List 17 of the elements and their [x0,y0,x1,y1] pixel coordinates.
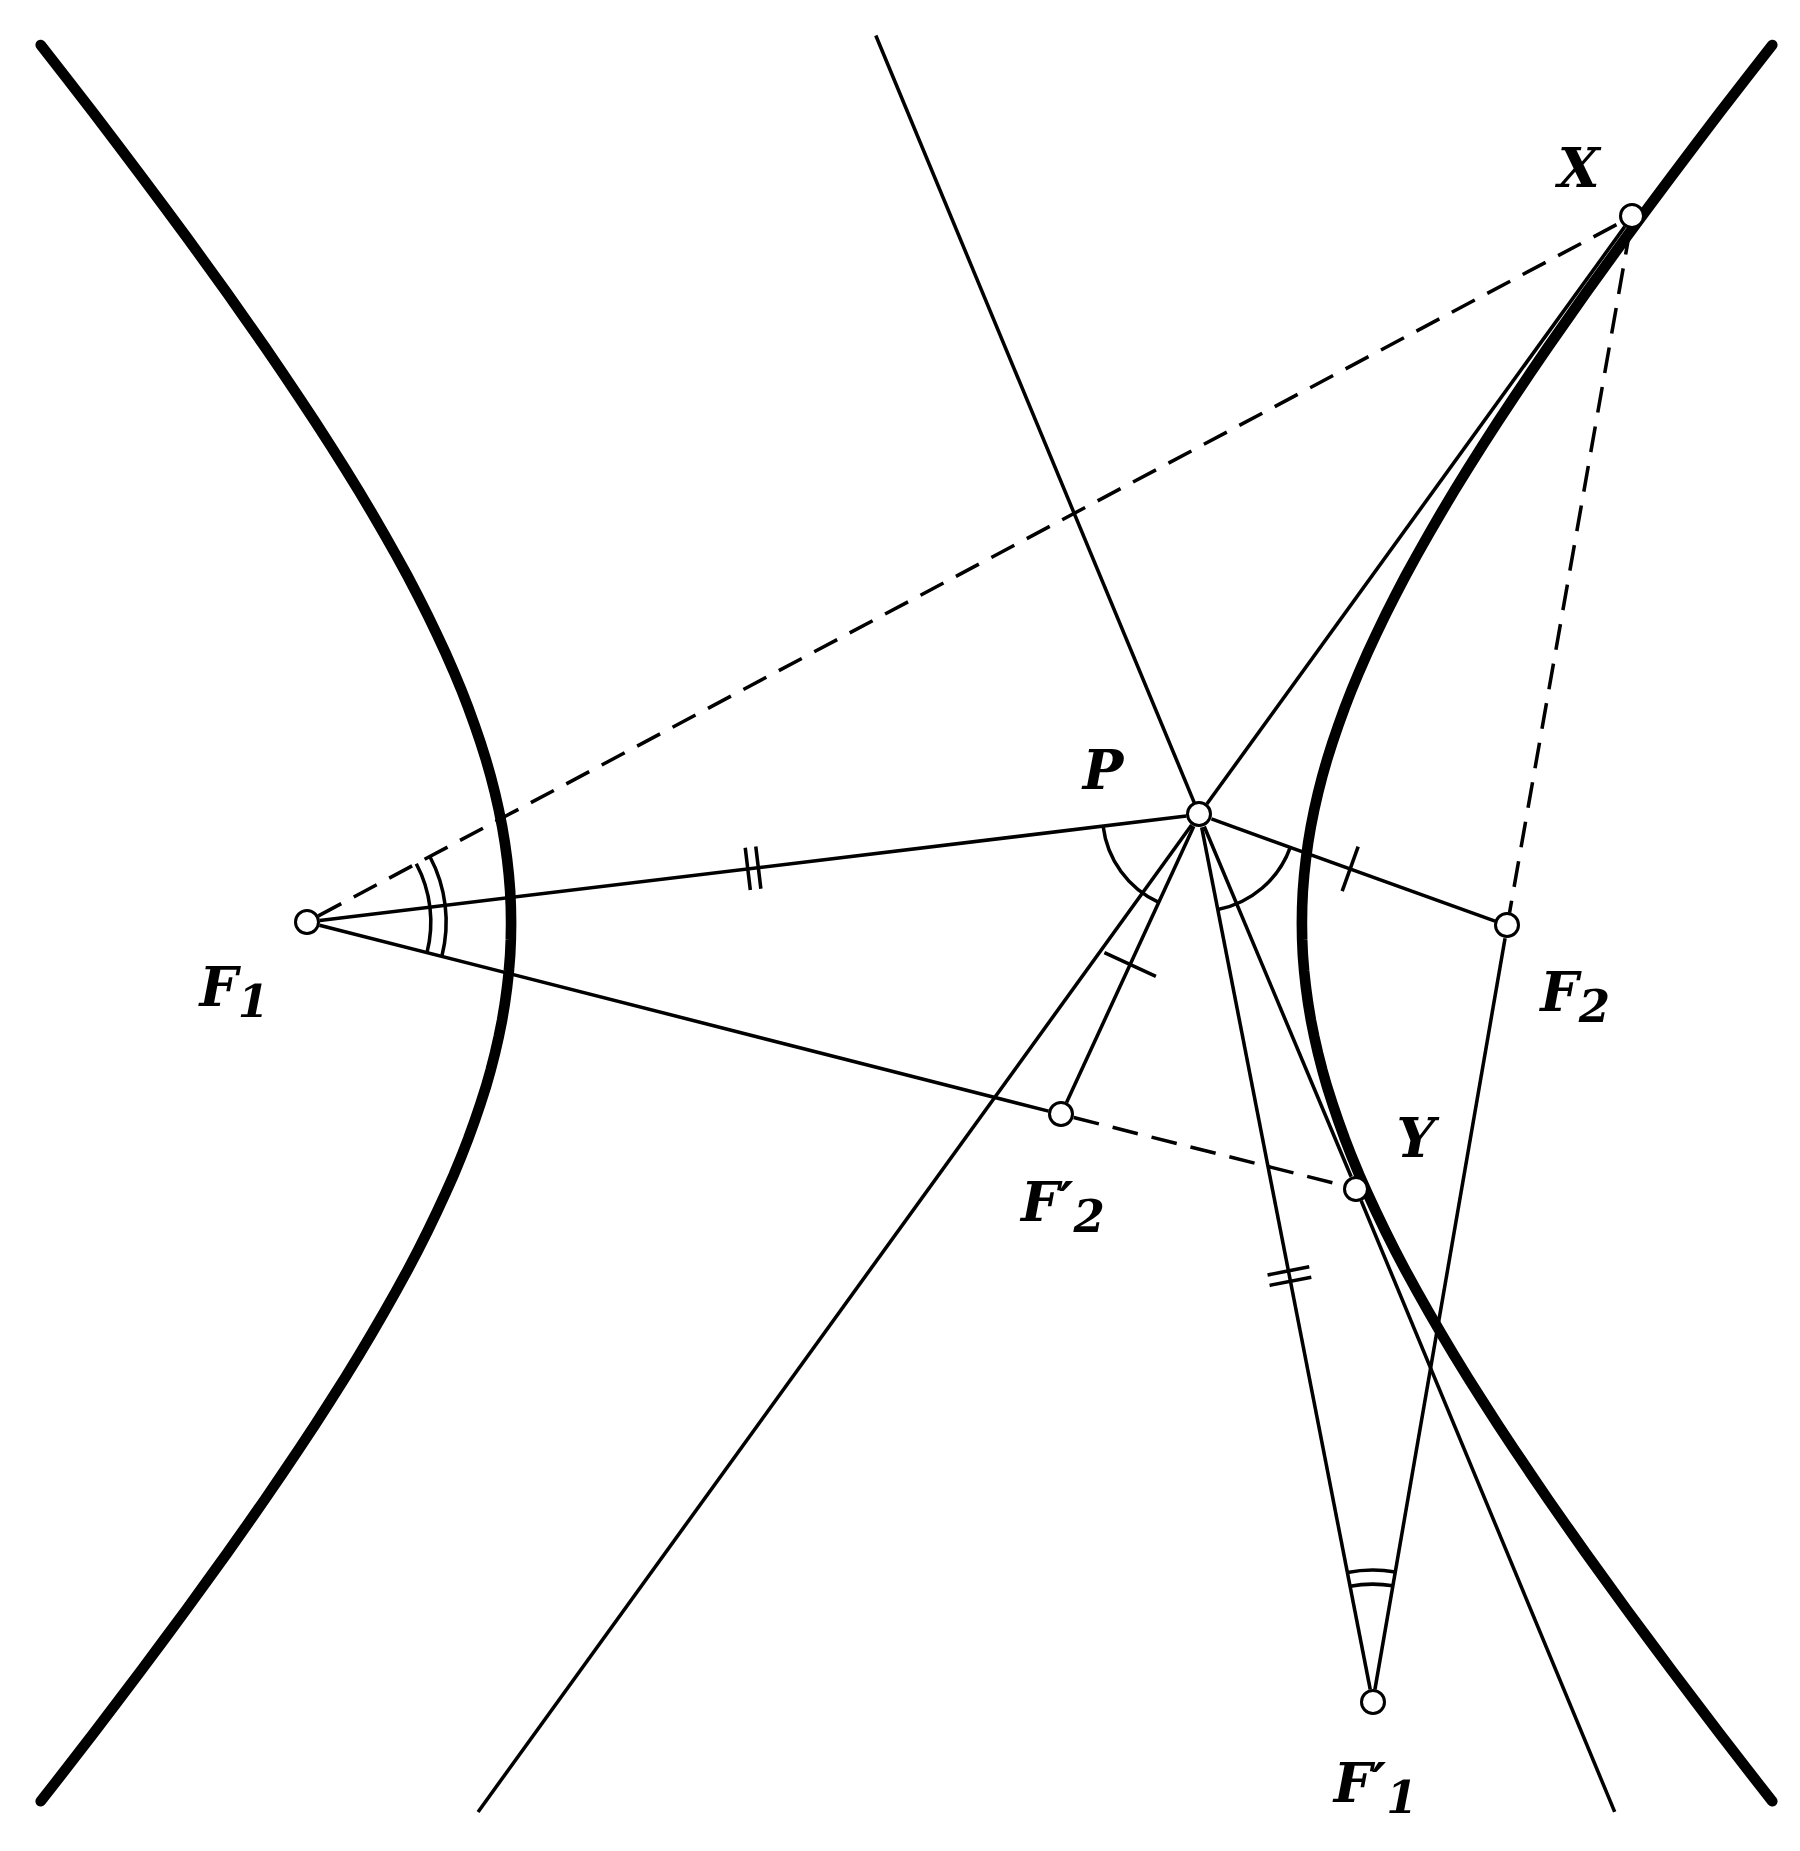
point-label: X [1557,141,1600,196]
point-label: F′$_{1}$ [1333,1755,1418,1821]
line-segment [1064,825,1196,1104]
line-segment [1205,225,1627,806]
line-segment [1210,817,1496,923]
line-segment [1373,938,1507,1690]
line-segment [476,824,1194,1813]
line-segment [319,923,1049,1113]
line-segment [1202,825,1353,1178]
point-label: F$_{1}$ [199,959,270,1025]
line-segment [1199,826,1372,1690]
line-segment [1359,1200,1617,1813]
line-segment [874,34,1196,804]
point-label: F′$_{2}$ [1021,1174,1105,1240]
point-label: F$_{2}$ [1540,964,1610,1030]
point-label: P [1082,743,1124,798]
line-segment [319,814,1187,923]
